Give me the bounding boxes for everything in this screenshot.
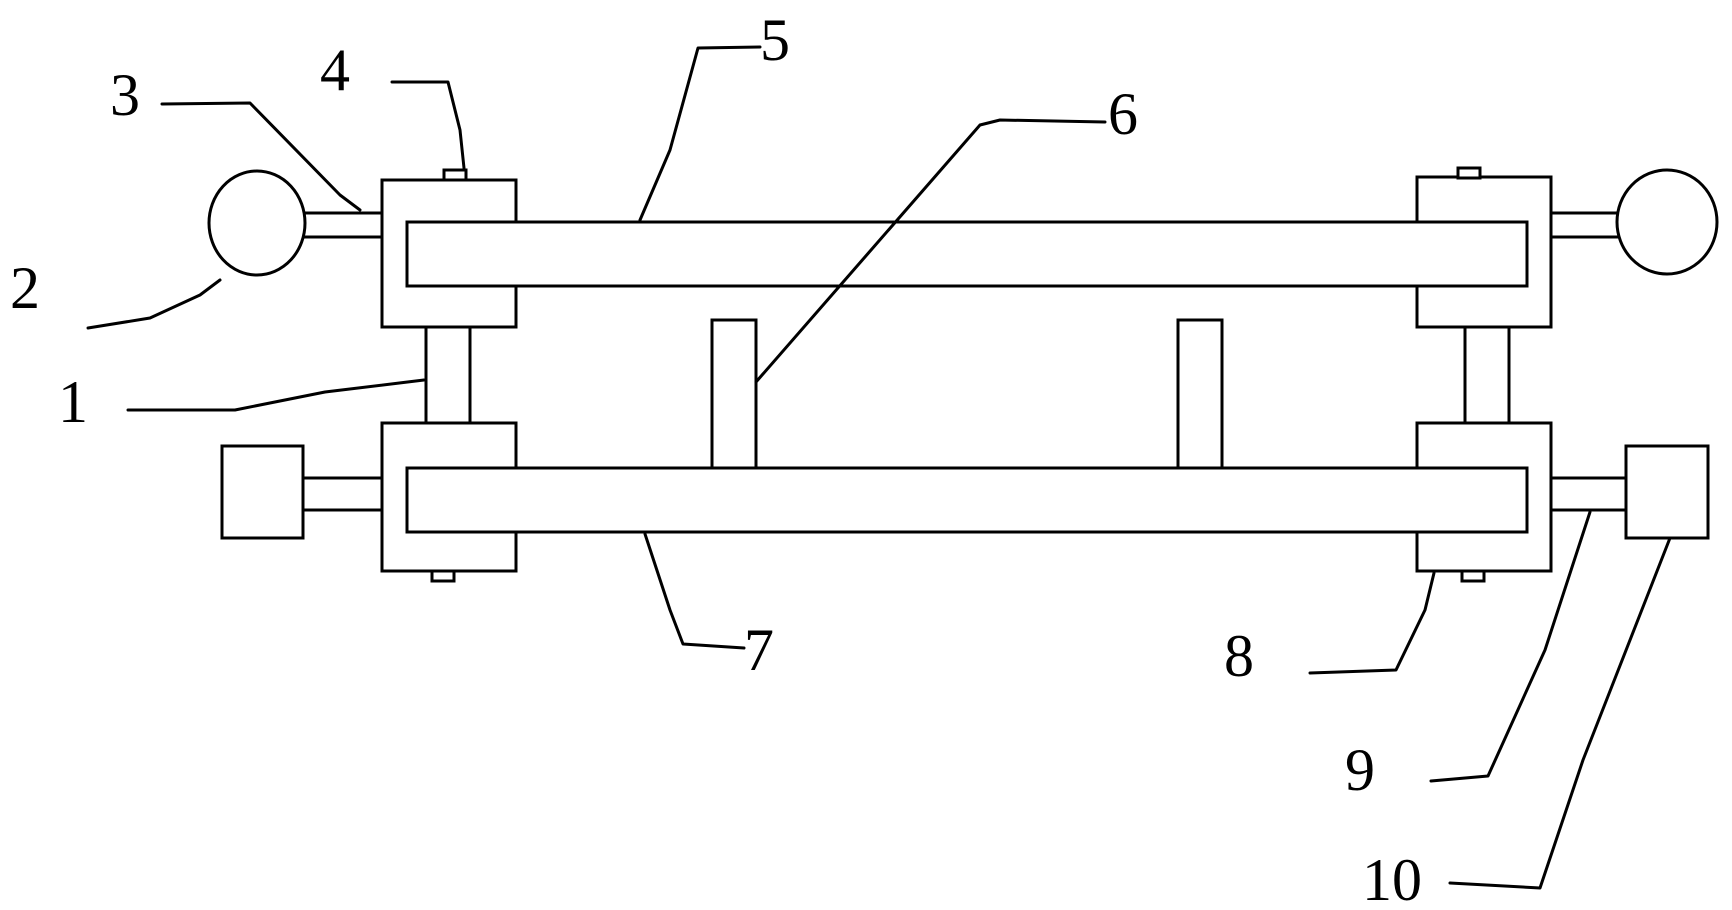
leader-3 (160, 101, 362, 212)
label-10: 10 (1362, 847, 1422, 910)
upper-bar-5 (405, 220, 1529, 288)
post-right (1463, 325, 1511, 425)
rod-right-upper (1549, 211, 1623, 239)
label-2: 2 (10, 255, 40, 321)
leader-2 (86, 278, 222, 330)
block-lower-left (220, 444, 305, 540)
lower-bar-7 (405, 466, 1529, 534)
label-4: 4 (320, 37, 350, 103)
rod-3-left (300, 211, 384, 239)
center-post-right (1176, 318, 1224, 470)
label-3: 3 (110, 62, 140, 128)
label-6: 6 (1108, 81, 1138, 147)
block-10-lower-right (1624, 444, 1710, 540)
label-1: 1 (58, 369, 88, 435)
leader-8 (1308, 571, 1436, 675)
post-1-left (424, 325, 472, 425)
bolt-8-lower-right (1460, 569, 1486, 583)
knob-right (1615, 168, 1719, 276)
rod-9-lower-right (1549, 476, 1628, 512)
leader-10 (1448, 536, 1672, 890)
leader-7 (643, 532, 746, 650)
leader-1 (126, 378, 426, 412)
leader-9 (1429, 510, 1592, 783)
bolt-4-upper-left (442, 168, 468, 182)
leader-6 (754, 118, 1107, 384)
bolt-lower-left (430, 569, 456, 583)
label-9: 9 (1345, 737, 1375, 803)
label-8: 8 (1224, 623, 1254, 689)
label-5: 5 (760, 7, 790, 73)
knob-2-left (207, 169, 307, 277)
leader-4 (390, 80, 466, 170)
leader-5 (638, 45, 762, 222)
label-7: 7 (744, 617, 774, 683)
rod-lower-left (301, 476, 384, 512)
bolt-upper-right (1456, 166, 1482, 180)
center-post-left (710, 318, 758, 470)
